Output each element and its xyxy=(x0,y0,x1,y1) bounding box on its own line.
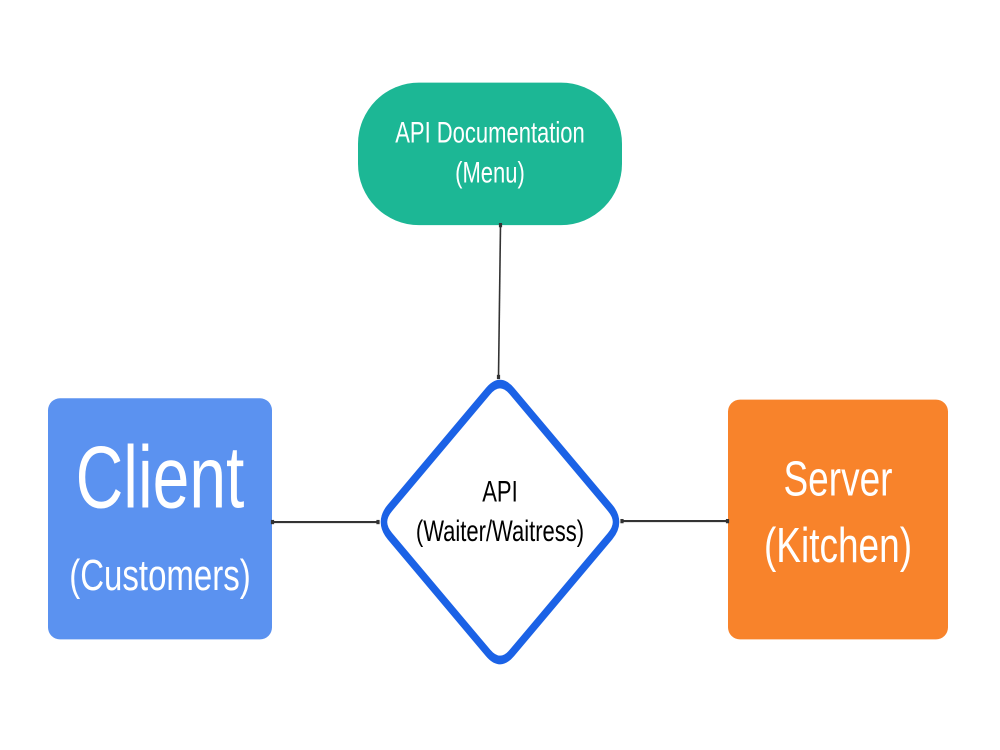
node-api-subtitle: (Waiter/Waitress) xyxy=(415,514,585,548)
connector-documentation-api xyxy=(497,225,502,378)
connector-endpoint xyxy=(620,518,624,524)
node-client-title: Client xyxy=(75,427,245,527)
connector-endpoint xyxy=(270,519,275,525)
connector-endpoint xyxy=(725,518,730,524)
node-server-subtitle: (Kitchen) xyxy=(763,518,913,573)
node-server: Server (Kitchen) xyxy=(728,400,948,641)
connector-endpoint xyxy=(496,374,501,380)
node-api-diamond xyxy=(380,379,620,665)
connector-endpoint xyxy=(376,519,380,525)
node-api-title: API xyxy=(482,474,518,508)
node-api-documentation-subtitle: (Menu) xyxy=(455,156,525,190)
connector-endpoint xyxy=(498,222,503,228)
node-api-documentation: API Documentation (Menu) xyxy=(358,82,622,226)
node-server-title: Server xyxy=(783,451,893,507)
node-client: Client (Customers) xyxy=(48,398,272,641)
node-client-subtitle: (Customers) xyxy=(69,550,251,600)
node-api-documentation-title: API Documentation xyxy=(395,116,585,150)
node-api-label: API (Waiter/Waitress) xyxy=(416,472,584,551)
